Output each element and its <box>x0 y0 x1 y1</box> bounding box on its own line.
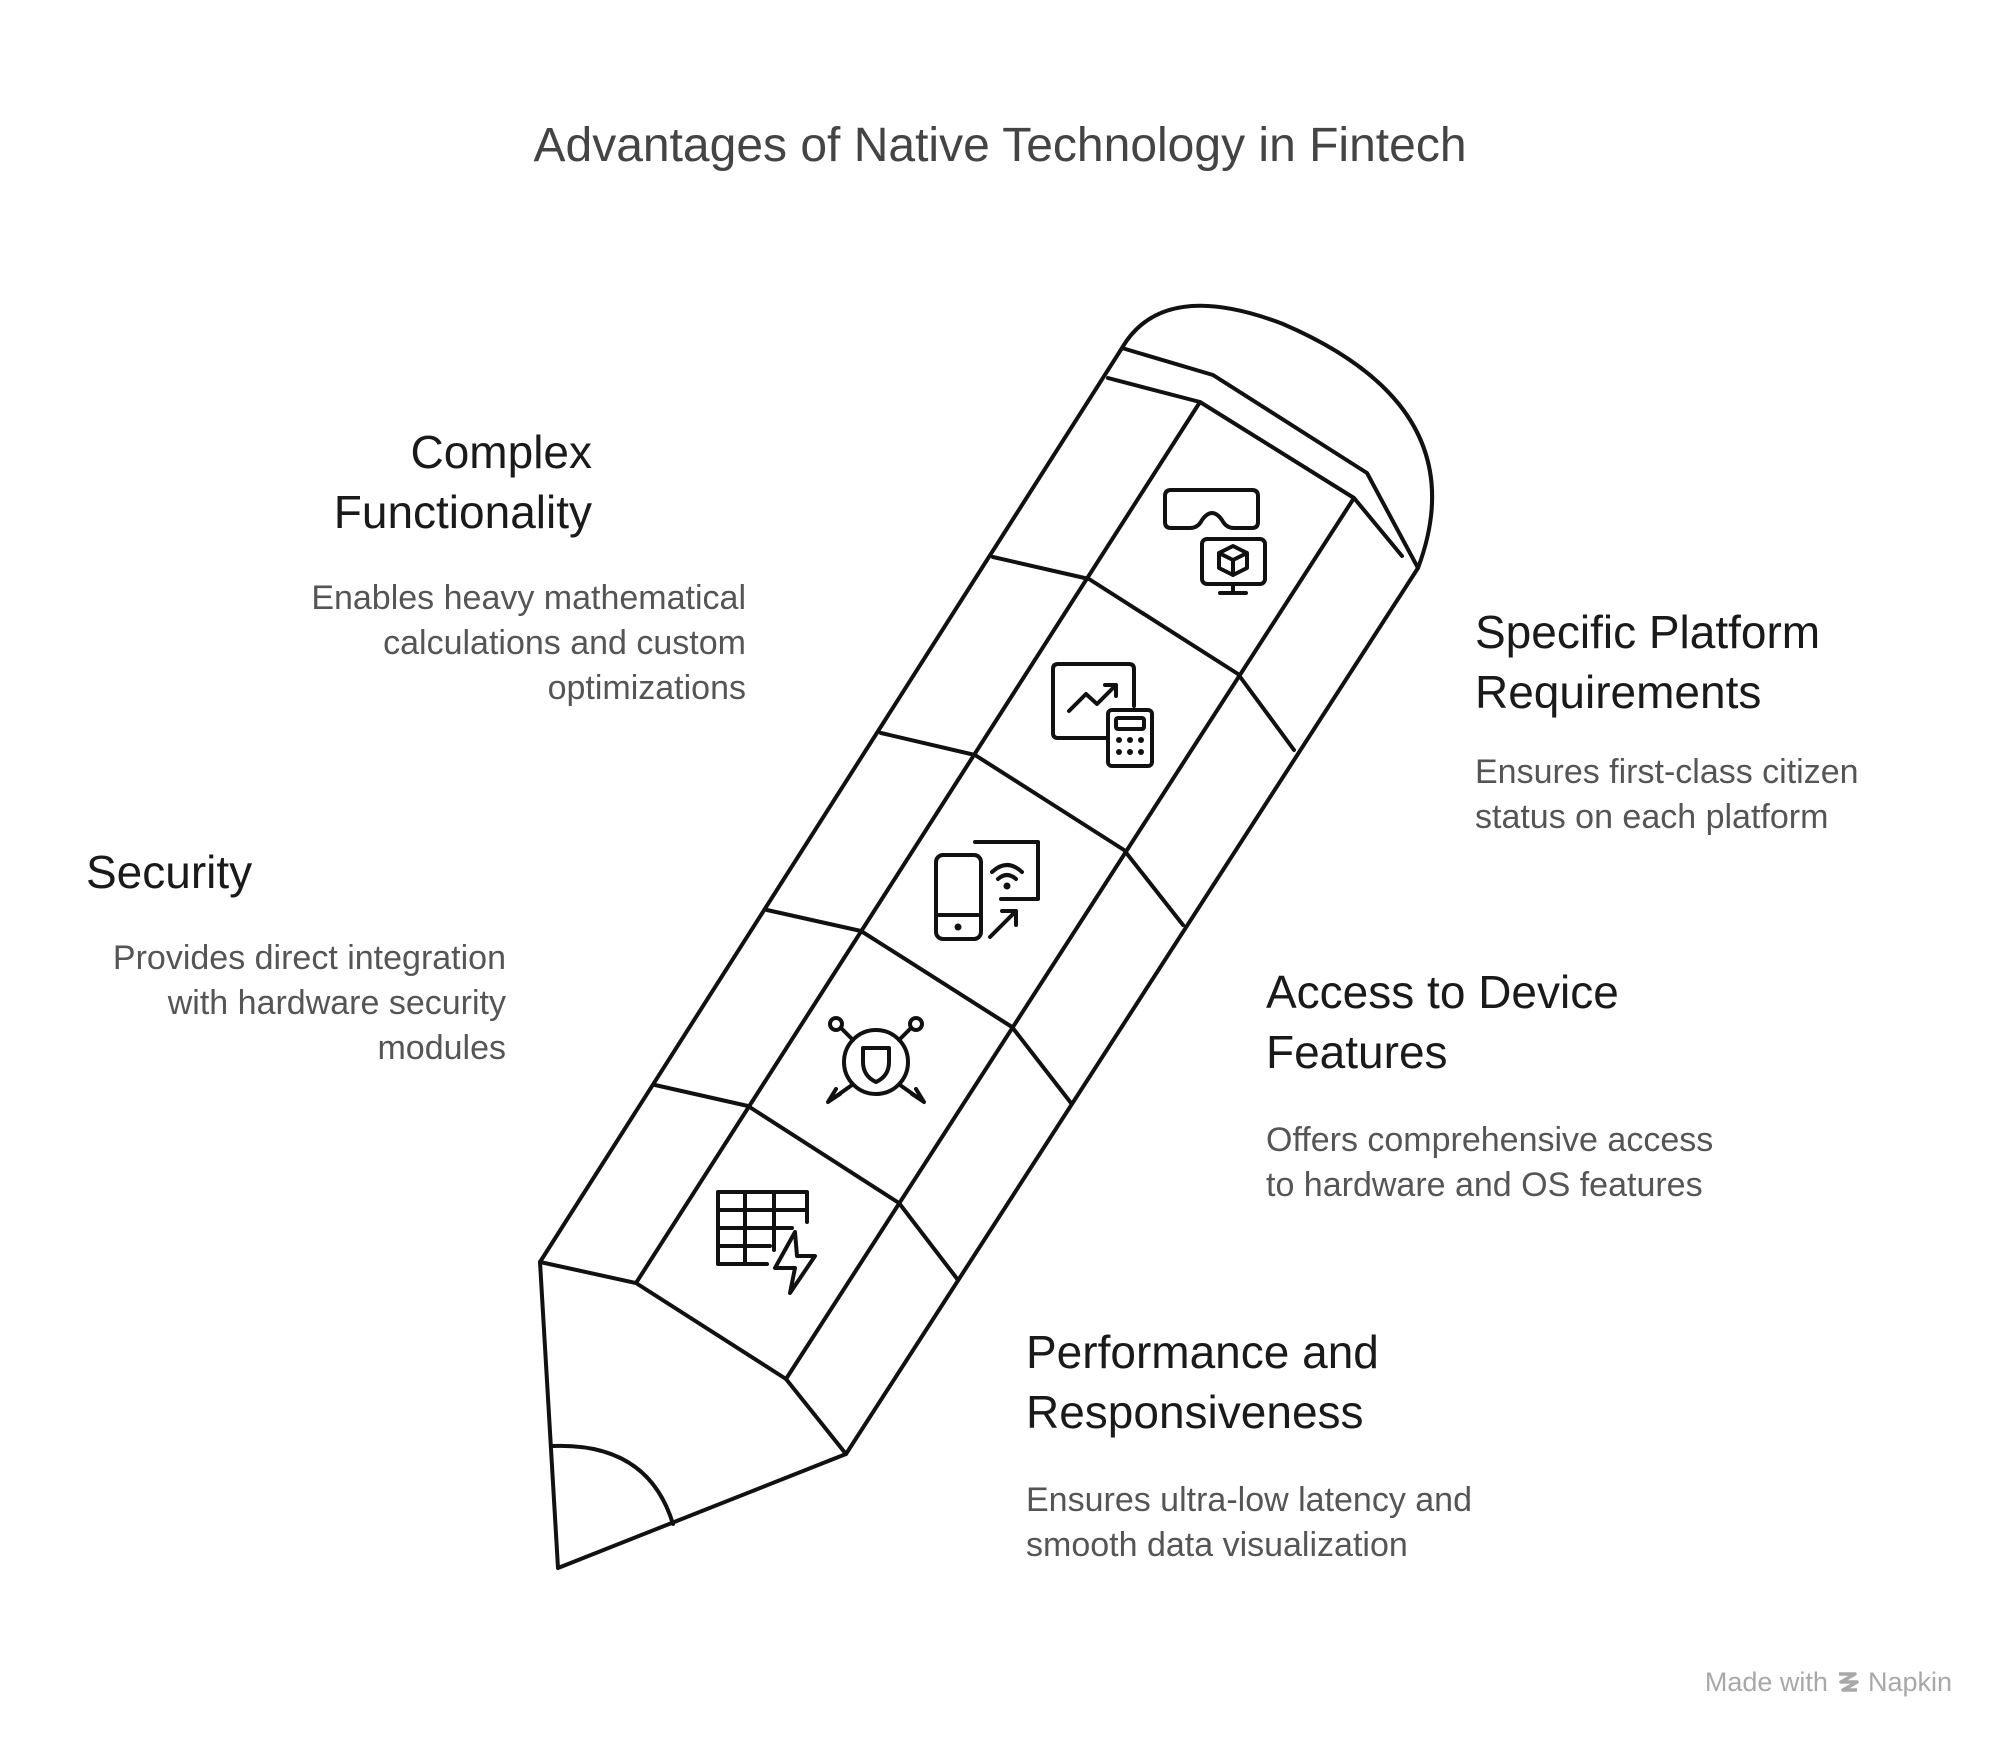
calculator-keys <box>1116 737 1144 755</box>
description-performance-and-responsiveness: Ensures ultra-low latency and smooth dat… <box>1026 1481 1473 1564</box>
segment-divider <box>991 555 1296 752</box>
footer-attribution: Made with Napkin <box>1705 1667 1952 1698</box>
description-specific-platform-requirements: Ensures first-class citizen status on ea… <box>1475 753 1859 836</box>
footer-made-with: Made with <box>1704 1667 1828 1697</box>
description-security: Provides direct integration with hardwar… <box>112 939 506 1067</box>
pencil-ferrule-line <box>1106 376 1404 558</box>
segment-divider <box>653 1083 960 1282</box>
pencil-tip-line <box>538 1260 848 1456</box>
vr-headset-cube-monitor-icon <box>1163 488 1267 595</box>
heading-access-to-device-features: Access to Device Features <box>1266 966 1619 1078</box>
phone-wifi-screen-icon <box>934 840 1040 941</box>
napkin-logo-icon <box>1838 1671 1859 1692</box>
chart-calculator-icon <box>1051 662 1154 768</box>
segment-divider <box>879 731 1185 927</box>
pencil-outline <box>538 303 1434 1570</box>
segment-divider <box>765 908 1073 1105</box>
heading-security: Security <box>86 846 253 898</box>
heading-performance-and-responsiveness: Performance and Responsiveness <box>1026 1326 1379 1438</box>
pencil-body-line <box>634 400 1202 1285</box>
pencil-body-line <box>784 496 1356 1381</box>
indicator-dots <box>954 882 1011 931</box>
footer-brand: Napkin <box>1867 1667 1952 1697</box>
table-lightning-icon <box>716 1190 817 1295</box>
pencil-lead-arc <box>550 1443 675 1526</box>
description-complex-functionality: Enables heavy mathematical calculations … <box>311 579 746 707</box>
heading-complex-functionality: Complex Functionality <box>333 426 592 538</box>
shield-network-icon <box>826 1016 926 1104</box>
heading-specific-platform-requirements: Specific Platform Requirements <box>1475 606 1821 718</box>
pencil-ferrule-line <box>1120 346 1420 570</box>
page-title: Advantages of Native Technology in Finte… <box>533 119 1467 172</box>
description-access-to-device-features: Offers comprehensive access to hardware … <box>1266 1121 1714 1204</box>
